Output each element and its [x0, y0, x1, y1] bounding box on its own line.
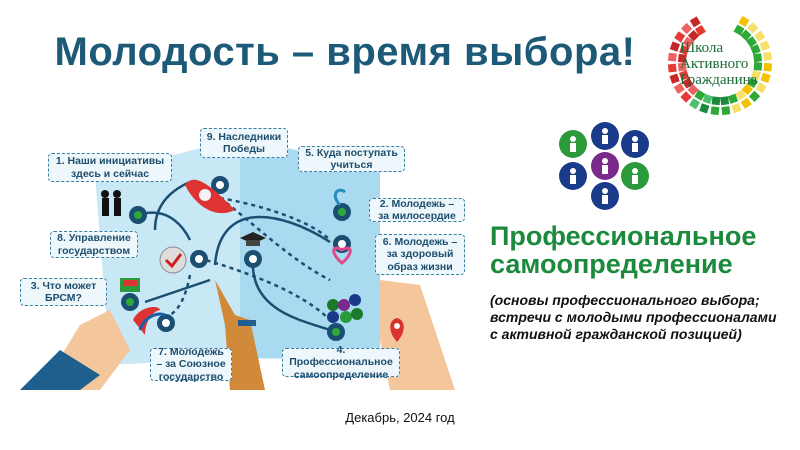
- logo-segment: [747, 22, 759, 34]
- logo-segment: [753, 61, 763, 71]
- logo-segment: [760, 72, 771, 83]
- logo-segment: [679, 44, 690, 56]
- logo-segment: [733, 24, 745, 36]
- page-title: Молодость – время выбора!: [54, 30, 636, 74]
- people-icon: [101, 190, 121, 216]
- heart-icon: [332, 246, 352, 265]
- logo-segment: [738, 15, 750, 27]
- logo-segment: [674, 31, 686, 43]
- logo-segment: [750, 44, 761, 55]
- logo-segment: [751, 69, 762, 80]
- logo-segment: [682, 36, 694, 48]
- callout-5: 5. Куда поступать учиться: [298, 146, 405, 172]
- logo-segment: [681, 22, 693, 35]
- left-sleeve: [20, 350, 100, 390]
- logo-ring: [667, 15, 773, 116]
- logo-segment: [677, 53, 687, 63]
- logo-segment: [702, 93, 713, 105]
- logo-segment: [667, 52, 677, 62]
- logo-segment: [740, 97, 752, 109]
- logo-segment: [667, 63, 677, 73]
- logo-segment: [694, 24, 706, 36]
- callout-1: 1. Наши инициативы здесь и сейчас: [48, 153, 172, 182]
- logo-segment: [669, 41, 681, 52]
- logo-segment: [680, 91, 692, 103]
- callout-2: 2. Молодежь – за милосердие: [369, 198, 465, 222]
- union-flag-icon: [133, 307, 166, 335]
- logo-segment: [731, 102, 742, 114]
- logo-segment: [689, 16, 701, 28]
- logo-segment: [678, 70, 690, 81]
- logo-segment: [673, 82, 685, 94]
- logo-segment: [694, 89, 706, 101]
- logo-segment: [682, 77, 694, 89]
- logo-segment: [727, 93, 739, 104]
- logo-segment: [747, 77, 759, 89]
- map-illustration: 1. Наши инициативы здесь и сейчас 9. Нас…: [0, 120, 470, 390]
- logo-segment: [755, 82, 767, 94]
- section-description: (основы профессионального выбора; встреч…: [490, 292, 777, 342]
- callout-3: 3. Что может БРСМ?: [20, 278, 107, 306]
- map-graphic: [20, 138, 455, 390]
- charity-icon: [333, 188, 346, 207]
- logo-segment: [687, 30, 700, 42]
- logo-segment: [721, 106, 731, 116]
- pointing-hand: [215, 280, 265, 390]
- heading-line-2: самоопределение: [490, 249, 733, 279]
- callout-6: 6. Молодежь – за здоровый образ жизни: [375, 234, 465, 275]
- logo-segment: [740, 29, 752, 41]
- professions-cluster-icon: [559, 122, 649, 210]
- professions-icon: [327, 294, 363, 323]
- logo-segment: [745, 36, 758, 48]
- logo-segment: [763, 62, 773, 72]
- logo-segment: [689, 98, 701, 110]
- callout-4: 4. Профессиональное самоопределение: [282, 344, 400, 381]
- location-pin-icon: [390, 318, 404, 342]
- logo-segment: [669, 73, 680, 84]
- logo-segment: [720, 96, 730, 106]
- logo-line-3: Гражданина: [680, 72, 758, 88]
- graduation-cap-icon: [240, 232, 266, 246]
- logo-text: Школа Активного Гражданина: [680, 40, 757, 88]
- heading-line-1: Профессиональное: [490, 221, 757, 251]
- logo-segment: [748, 90, 761, 102]
- watch: [238, 320, 256, 326]
- logo-segment: [711, 96, 721, 106]
- logo-line-1: Школа: [680, 40, 724, 56]
- logo-segment: [710, 106, 720, 116]
- logo-segment: [763, 51, 773, 61]
- flowers-icon: [185, 179, 235, 214]
- logo-segment: [677, 62, 687, 72]
- logo-segment: [735, 89, 747, 101]
- map-nodes: [121, 176, 351, 341]
- logo-segment: [759, 40, 770, 51]
- emblem-icon: [159, 246, 187, 274]
- brsm-badge-icon: [120, 278, 140, 292]
- logo-segment: [753, 53, 763, 63]
- callout-9: 9. Наследники Победы: [200, 128, 288, 158]
- logo-segment: [741, 83, 753, 96]
- logo-segment: [754, 30, 766, 42]
- logo-segment: [699, 103, 710, 114]
- date-footer: Декабрь, 2024 год: [345, 410, 455, 425]
- callout-8: 8. Управление государством: [50, 231, 138, 258]
- callout-7: 7. Молодежь – за Союзное государство: [150, 346, 232, 383]
- section-heading: Профессиональное самоопределение: [490, 222, 756, 278]
- logo-line-2: Активного: [680, 56, 749, 72]
